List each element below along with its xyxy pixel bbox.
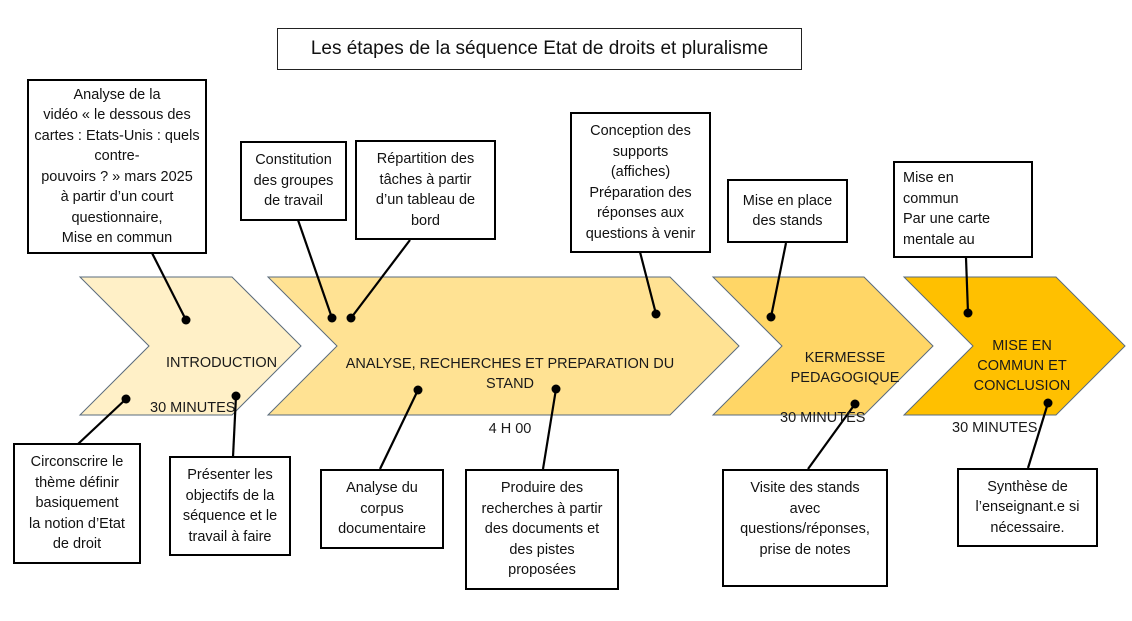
connector-line <box>296 219 334 319</box>
connector-dot <box>551 384 561 394</box>
connector-dot <box>1043 398 1053 408</box>
connector-line <box>350 239 411 319</box>
connector-dot <box>346 313 356 323</box>
connector-line <box>231 395 238 458</box>
connector-line <box>964 257 970 314</box>
note-define-theme: Circonscrire le thème définir basiquemen… <box>13 443 141 564</box>
connector-dot <box>850 399 860 409</box>
stage-kermesse: KERMESSE PEDAGOGIQUE 30 MINUTES <box>780 328 910 448</box>
stage-label: ANALYSE, RECHERCHES ET PREPARATION DU ST… <box>345 356 675 392</box>
stage-label: KERMESSE PEDAGOGIQUE <box>790 350 900 386</box>
connector-dot <box>231 391 241 401</box>
connector-dot <box>963 308 973 318</box>
connector-line <box>769 242 788 318</box>
connector-dot <box>651 309 661 319</box>
diagram-title: Les étapes de la séquence Etat de droits… <box>277 28 802 70</box>
stage-analyse: ANALYSE, RECHERCHES ET PREPARATION DU ST… <box>330 334 690 459</box>
stage-duration: 4 H 00 <box>488 421 532 437</box>
stage-chevron-analyse <box>266 276 740 416</box>
stage-label: MISE EN COMMUN ET CONCLUSION <box>973 338 1071 394</box>
note-stand-setup: Mise en place des stands <box>727 179 848 243</box>
connector-dot <box>121 394 131 404</box>
connector-line <box>541 388 558 470</box>
note-pooling: Mise en commun Par une carte mentale au <box>893 161 1033 258</box>
stage-chevron-kermesse <box>711 276 934 416</box>
stage-duration: 30 MINUTES <box>780 410 866 426</box>
stage-duration: 30 MINUTES <box>150 400 236 416</box>
note-corpus-analysis: Analyse du corpus documentaire <box>320 469 444 549</box>
connector-line <box>77 398 127 445</box>
note-synthesis: Synthèse de l’enseignant.e si nécessaire… <box>957 468 1098 547</box>
stage-introduction: INTRODUCTION 30 MINUTES <box>150 333 280 438</box>
stage-label: INTRODUCTION <box>166 355 278 371</box>
connector-line <box>151 252 187 321</box>
connector-line <box>638 251 658 315</box>
note-support-design: Conception des supports (affiches) Prépa… <box>570 112 711 253</box>
stage-conclusion: MISE EN COMMUN ET CONCLUSION 30 MINUTES <box>952 316 1092 458</box>
connector-line <box>1026 402 1050 469</box>
connector-line <box>807 403 856 470</box>
connector-dot <box>327 313 337 323</box>
connector-dot <box>413 385 423 395</box>
note-video-analysis: Analyse de la vidéo « le dessous des car… <box>27 79 207 254</box>
stage-duration: 30 MINUTES <box>952 420 1038 436</box>
stage-chevron-conclusion <box>902 276 1126 416</box>
connector-dot <box>766 312 776 322</box>
connector-line <box>379 389 419 470</box>
note-stand-visit: Visite des stands avec questions/réponse… <box>722 469 888 587</box>
note-research: Produire des recherches à partir des doc… <box>465 469 619 590</box>
connector-dot <box>181 315 191 325</box>
note-group-formation: Constitution des groupes de travail <box>240 141 347 221</box>
note-present-objectives: Présenter les objectifs de la séquence e… <box>169 456 291 556</box>
note-task-distribution: Répartition des tâches à partir d’un tab… <box>355 140 496 240</box>
stage-chevron-introduction <box>78 276 302 416</box>
